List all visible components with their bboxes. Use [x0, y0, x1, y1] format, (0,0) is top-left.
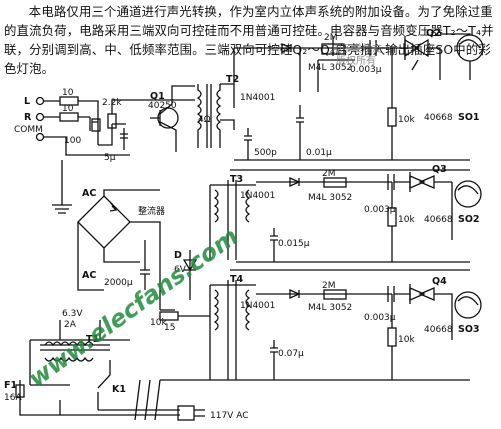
label-m4l-a: M4L 3052: [308, 63, 352, 73]
label-d1c: 1N4001: [240, 301, 275, 311]
label-v63: 6.3V: [62, 309, 83, 319]
label-c0003-c: 0.003μ: [364, 313, 396, 323]
label-so1: SO1: [458, 112, 480, 123]
label-c0003-a: 0.003μ: [350, 65, 382, 75]
label-d1b: 1N4001: [240, 191, 275, 201]
label-a2: 2A: [64, 320, 77, 330]
label-r15: 15: [164, 323, 175, 333]
watermark-logo: www.elecfans.com 电子发烧友 版权所有: [23, 42, 382, 393]
label-mains: 117V AC: [210, 411, 248, 421]
label-d1a: 1N4001: [240, 93, 275, 103]
label-c0015: 0.015μ: [278, 239, 310, 249]
label-r22k: 2.2k: [102, 98, 122, 108]
label-r2m-c: 2M: [322, 281, 336, 291]
label-m4l-b: M4L 3052: [308, 193, 352, 203]
label-ac-bottom: AC: [82, 270, 96, 281]
label-q2: Q2: [426, 28, 441, 39]
label-r2m-b: 2M: [322, 169, 336, 179]
label-m4l-c: M4L 3052: [308, 303, 352, 313]
label-c007: 0.07μ: [278, 349, 304, 359]
label-rectifier: 整流器: [138, 205, 165, 217]
label-so2: SO2: [458, 214, 480, 225]
label-r10k-c: 10k: [398, 335, 415, 345]
label-t3: T3: [230, 174, 243, 185]
watermark-cn2: 版权所有: [336, 54, 376, 67]
label-r2m-a: 2M: [324, 33, 338, 43]
label-triac-b: 40668: [424, 215, 453, 225]
label-c5u: 5μ: [104, 153, 116, 163]
input-comm-label: COMM: [14, 125, 43, 135]
label-c001: 0.01μ: [306, 148, 332, 158]
label-q3: Q3: [432, 164, 447, 175]
label-r100: 100: [64, 136, 81, 146]
label-c2000: 2000μ: [104, 278, 133, 288]
label-t4: T4: [230, 274, 243, 285]
label-d-volt: 6V: [174, 265, 187, 275]
label-triac-c: 40668: [424, 325, 453, 335]
label-d: D: [174, 250, 182, 261]
watermark-cn1: 电子发烧友: [332, 42, 382, 55]
input-r-label: R: [24, 112, 32, 123]
label-r10b: 10: [62, 104, 74, 114]
label-t2: T2: [226, 74, 239, 85]
label-t1: T1: [86, 334, 99, 345]
input-l-label: L: [24, 96, 30, 107]
circuit-description: 本电路仅用三个通道进行声光转换，作为室内立体声系统的附加设备。为了免除过重的直流…: [4, 4, 494, 76]
label-q4: Q4: [432, 276, 447, 287]
label-r10k-a: 10k: [398, 115, 415, 125]
label-c500p: 500p: [254, 148, 277, 158]
label-r10k-b: 10k: [398, 215, 415, 225]
label-c0003-b: 0.003μ: [364, 205, 396, 215]
label-ac-top: AC: [82, 188, 96, 199]
label-r10k-d: 10k: [150, 318, 167, 328]
label-k1: K1: [112, 384, 126, 395]
label-f1: F1: [4, 380, 17, 391]
label-r10a: 10: [62, 88, 74, 98]
label-q1: Q1: [150, 91, 165, 102]
label-so3: SO3: [458, 324, 480, 335]
label-triac-a: 40668: [424, 113, 453, 123]
label-q1part: 40250: [148, 101, 177, 111]
label-q4ohm: 4Ω: [198, 115, 211, 125]
label-f16a: 16A: [4, 393, 22, 403]
